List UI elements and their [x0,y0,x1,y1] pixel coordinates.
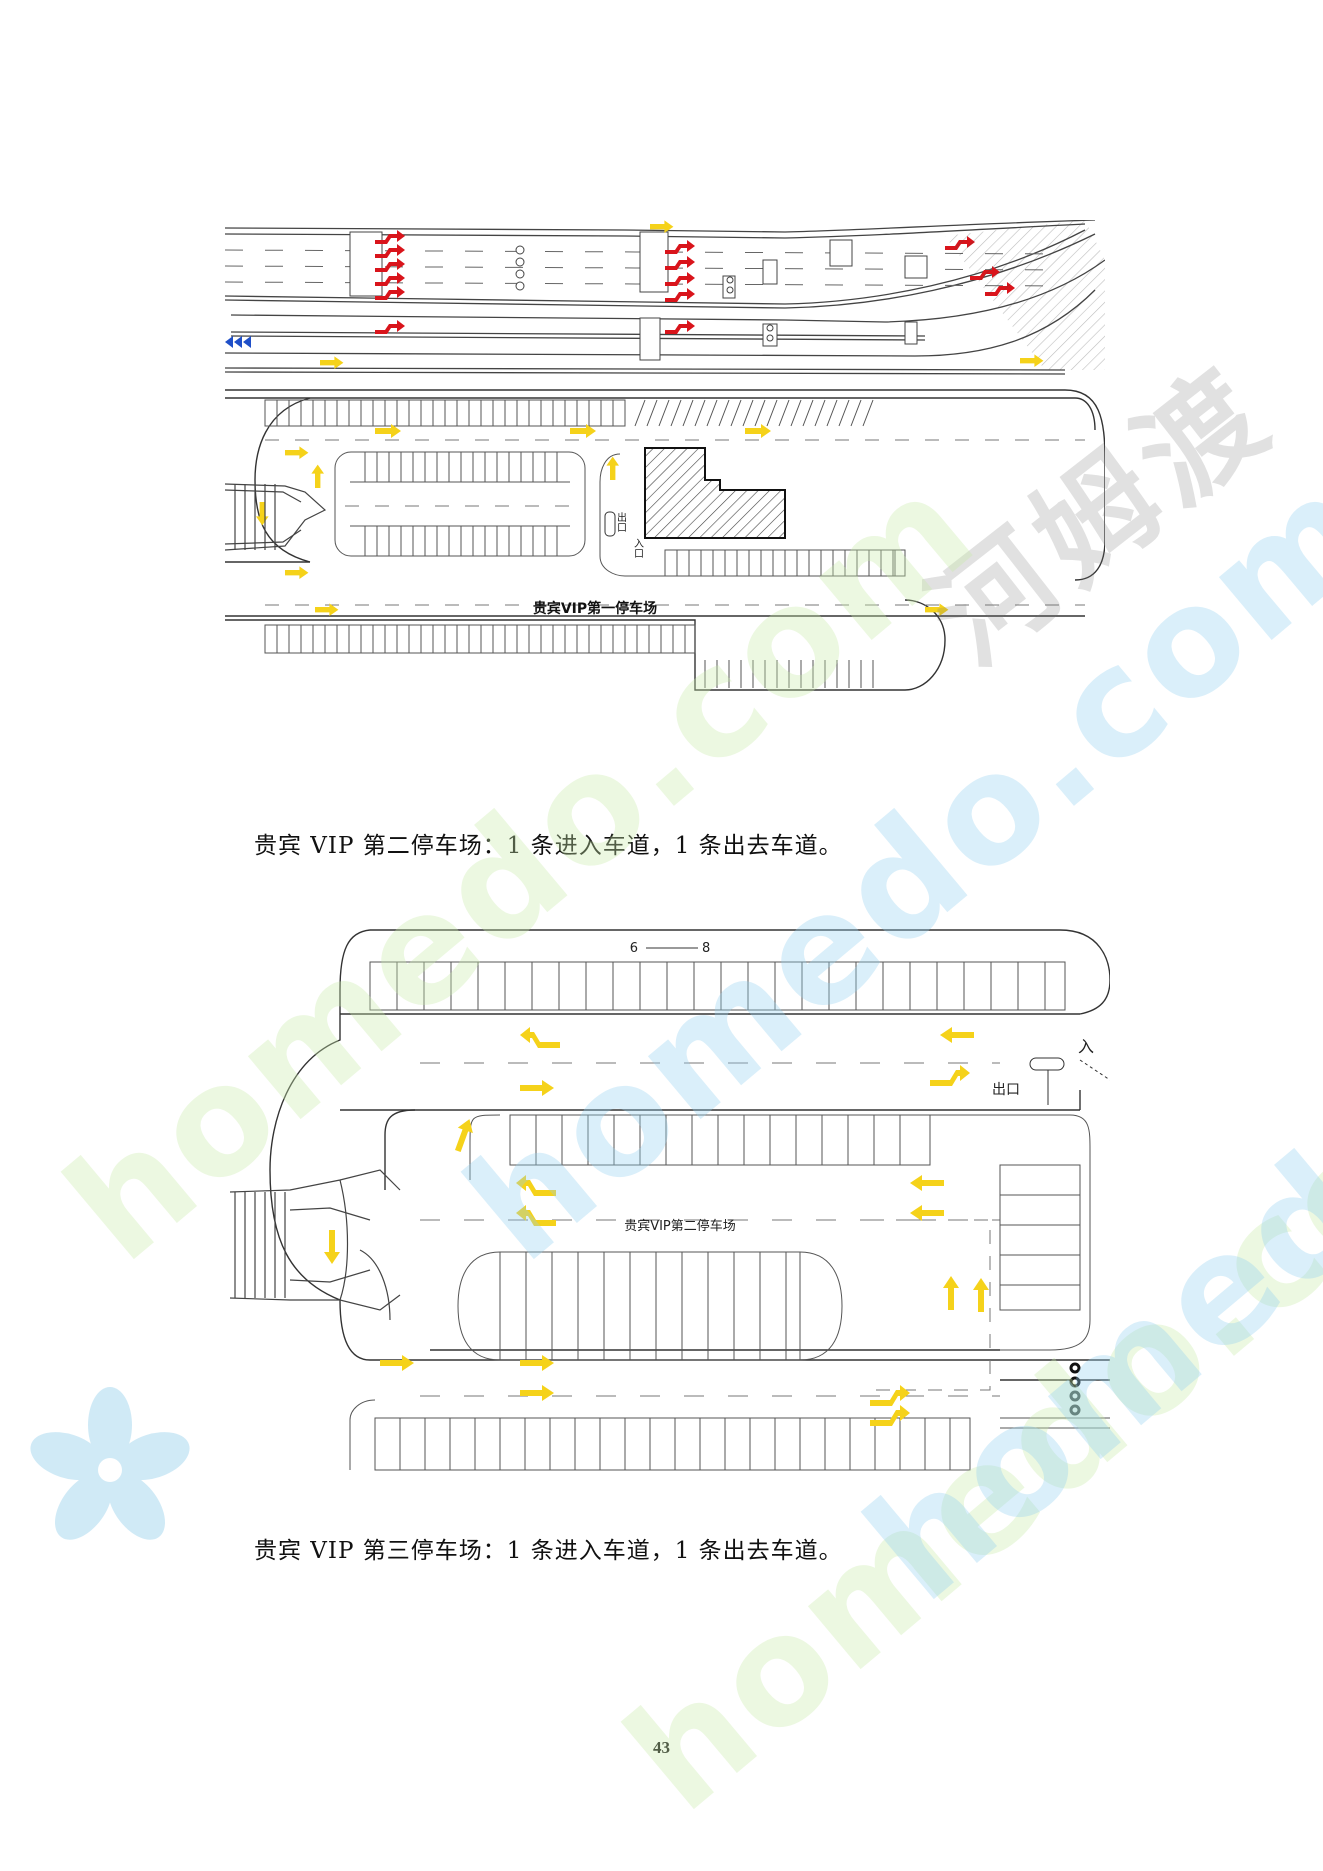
island-zone-dashes [870,1219,991,1391]
stalls-row-top [264,399,874,427]
exit-label: 出口 [615,511,626,532]
lot-title-1: 贵宾VIP第一停车场 [533,600,657,617]
red-arrows [375,230,1015,334]
stalls-right-side [999,1164,1081,1311]
stalls-island-right [599,453,906,577]
page-number: 43 [653,1738,670,1757]
lot-title-2: 贵宾VIP第二停车场 [624,1218,736,1234]
toll-booth [604,511,616,537]
yellow-arrows-lot [256,424,949,616]
toll-gate-2 [1029,1057,1110,1105]
exit-label-2: 出口 [992,1082,1020,1098]
stalls-row-bottom [264,624,874,688]
stalls-island-left [334,451,586,557]
parking-plan-2: 6 8 [230,929,1110,1471]
entry-label-2: 入 [1078,1037,1094,1056]
watermark-flower-logo [30,1387,190,1540]
building-block [644,447,786,539]
parking-outline [225,389,1105,691]
caption-second: 贵宾 VIP 第三停车场：1 条进入车道，1 条出去车道。 [254,1538,843,1564]
svg-text:8: 8 [702,941,710,956]
range-marker: 6 8 [630,941,711,956]
stalls-bottom-2 [349,1399,1110,1471]
crosshatch-island [945,220,1105,370]
stalls-island-center [457,1251,843,1361]
blue-chevron-icon [225,336,251,348]
aisle-dashes-2 [420,1062,1000,1397]
aisle-dashes-1 [265,439,1085,606]
parking-plan-1: 出口 入口 贵宾VIP第一停车场 [225,220,1105,691]
entrance-structure-2 [230,1169,401,1321]
entrance-structure-1 [225,483,327,551]
lot-outline-2 [269,929,1110,1381]
stalls-top-2 [369,961,1066,1011]
bollards [1069,1362,1081,1416]
stalls-inner-top [469,1114,1091,1351]
upper-road [225,220,1105,375]
svg-text:6: 6 [630,941,638,956]
caption-first: 贵宾 VIP 第二停车场：1 条进入车道，1 条出去车道。 [254,833,843,859]
entry-label: 入口 [632,538,644,558]
